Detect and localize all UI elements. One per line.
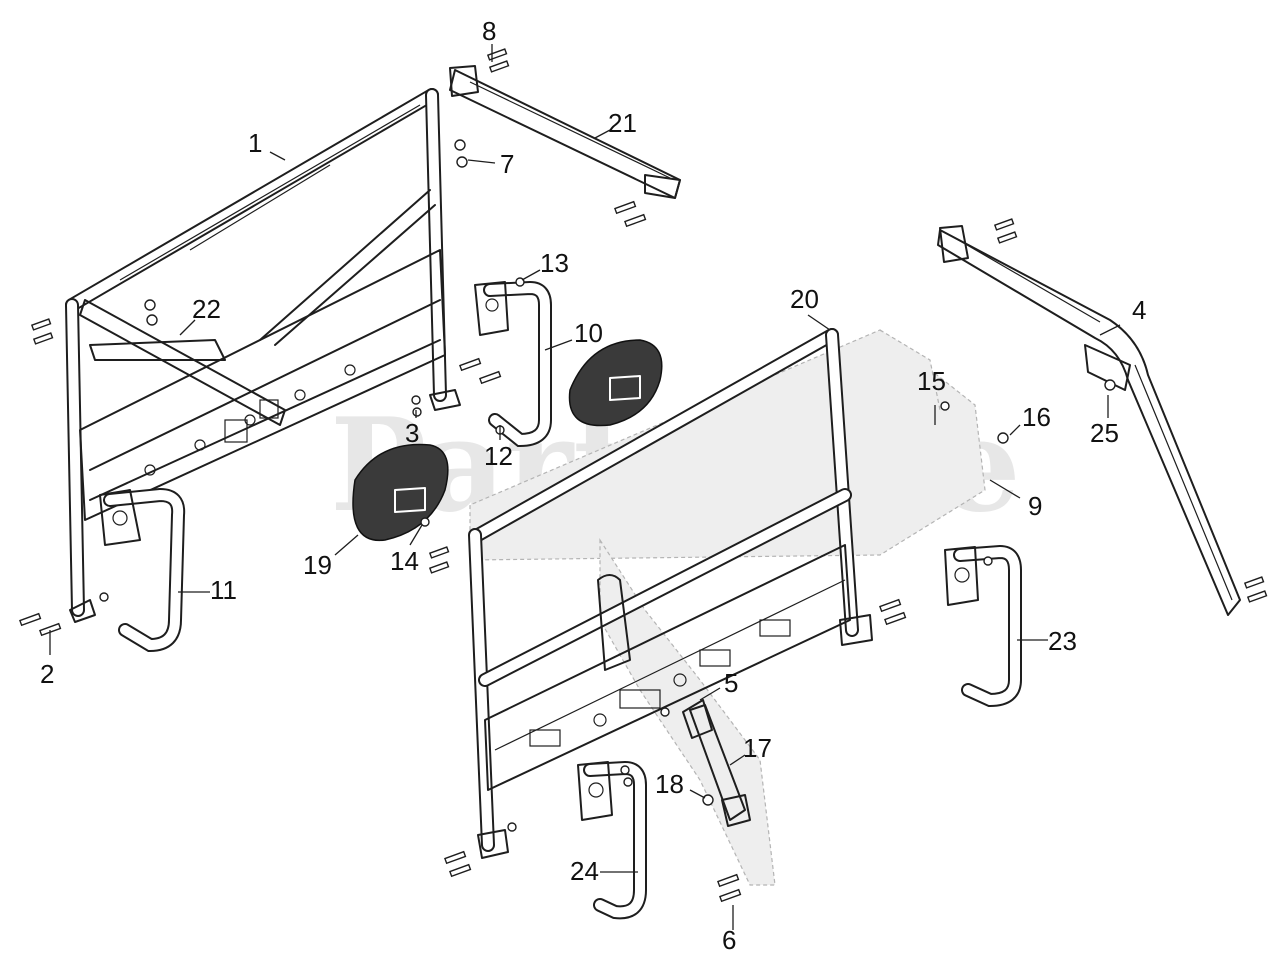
callout-15: 15 <box>917 366 946 396</box>
callout-7: 7 <box>500 149 514 179</box>
roll-bar-4 <box>937 225 1241 616</box>
callout-20: 20 <box>790 284 819 314</box>
grab-handle-11 <box>99 487 186 653</box>
grab-handle-23 <box>944 544 1022 708</box>
callout-23: 23 <box>1048 626 1077 656</box>
callout-21: 21 <box>608 108 637 138</box>
callout-2: 2 <box>40 659 54 689</box>
light-19 <box>352 443 449 542</box>
callout-13: 13 <box>540 248 569 278</box>
callout-24: 24 <box>570 856 599 886</box>
light-10-side <box>568 339 663 427</box>
callout-18: 18 <box>655 769 684 799</box>
callout-10: 10 <box>574 318 603 348</box>
callout-16: 16 <box>1022 402 1051 432</box>
hardware-bolts <box>19 48 1268 903</box>
callout-labels: 1 2 3 4 5 6 7 8 9 10 11 12 13 14 15 16 1… <box>40 16 1146 955</box>
callout-19: 19 <box>303 550 332 580</box>
rear-frame <box>468 328 873 859</box>
callout-12: 12 <box>484 441 513 471</box>
callout-11: 11 <box>210 575 237 605</box>
front-cab-frame <box>65 88 461 623</box>
grab-handle-24 <box>577 760 647 920</box>
callout-5: 5 <box>724 668 738 698</box>
callout-4: 4 <box>1132 295 1146 325</box>
callout-14: 14 <box>390 546 419 576</box>
callout-6: 6 <box>722 925 736 955</box>
strut-17 <box>682 699 751 827</box>
roof-bar-21 <box>449 65 681 199</box>
callout-25: 25 <box>1090 418 1119 448</box>
leader-lines <box>49 44 1121 930</box>
callout-9: 9 <box>1028 491 1042 521</box>
callout-17: 17 <box>743 733 772 763</box>
callout-8: 8 <box>482 16 496 46</box>
callout-22: 22 <box>192 294 221 324</box>
callout-3: 3 <box>405 418 419 448</box>
callout-1: 1 <box>248 128 262 158</box>
grab-handle-10 <box>474 280 552 448</box>
